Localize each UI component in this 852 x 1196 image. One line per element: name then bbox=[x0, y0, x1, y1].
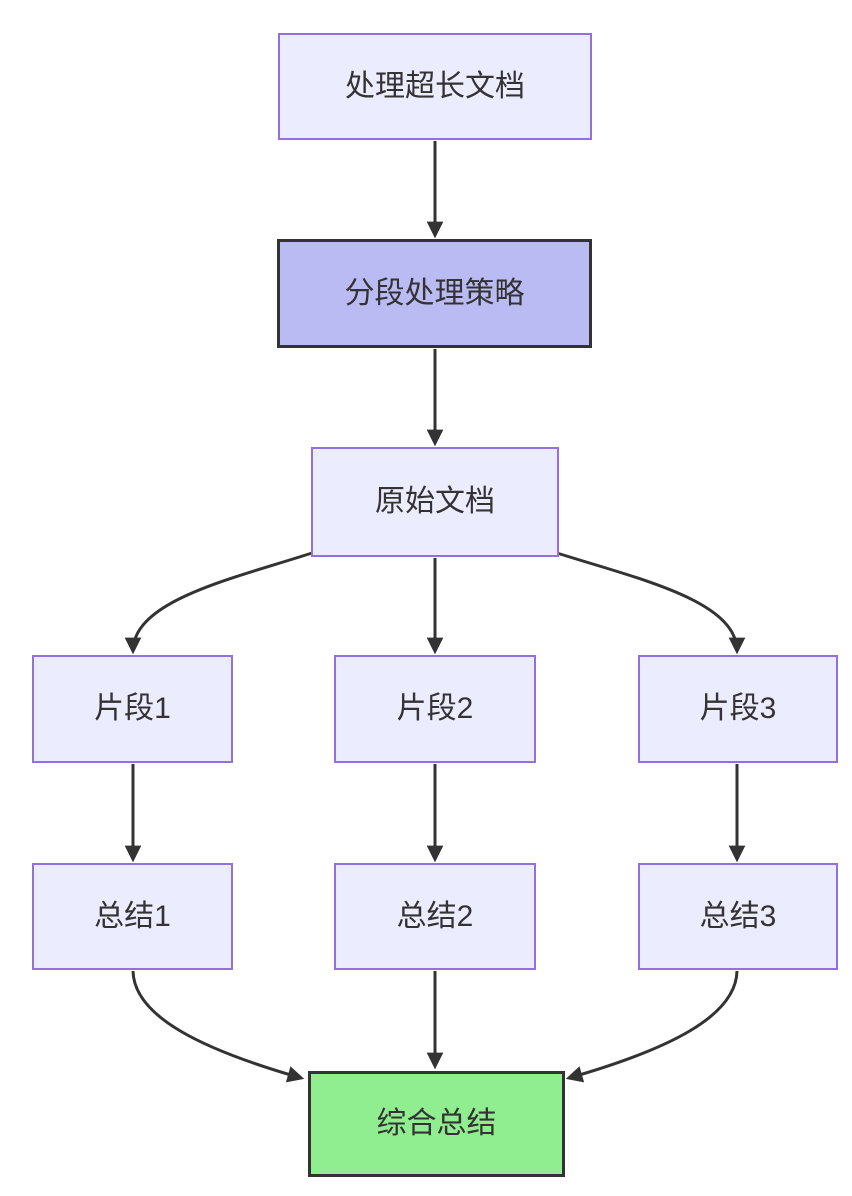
node-segmented-processing-strategy: 分段处理策略 bbox=[277, 239, 592, 348]
node-summary-3: 总结3 bbox=[638, 863, 838, 970]
node-label: 总结2 bbox=[396, 899, 474, 933]
node-label: 分段处理策略 bbox=[344, 276, 525, 310]
node-label: 片段2 bbox=[396, 692, 474, 725]
node-label: 综合总结 bbox=[376, 1107, 497, 1140]
edge-original-to-fragment3 bbox=[556, 551, 746, 655]
node-summary-2: 总结2 bbox=[334, 863, 536, 970]
node-original-document: 原始文档 bbox=[311, 447, 559, 557]
node-label: 片段3 bbox=[699, 692, 777, 725]
node-fragment-3: 片段3 bbox=[638, 655, 838, 763]
node-fragment-2: 片段2 bbox=[334, 655, 536, 763]
edge-original-to-fragment1 bbox=[124, 551, 313, 655]
edge-summary1-to-final bbox=[131, 970, 305, 1083]
node-summary-1: 总结1 bbox=[32, 863, 233, 970]
node-process-long-document: 处理超长文档 bbox=[278, 33, 592, 140]
node-label: 处理超长文档 bbox=[345, 69, 525, 103]
edge-summary3-to-final bbox=[565, 970, 739, 1083]
node-label: 原始文档 bbox=[375, 485, 495, 518]
node-fragment-1: 片段1 bbox=[32, 655, 233, 763]
node-label: 片段1 bbox=[94, 692, 171, 725]
node-combined-summary: 综合总结 bbox=[308, 1071, 565, 1177]
node-label: 总结1 bbox=[94, 899, 171, 933]
node-label: 总结3 bbox=[699, 899, 777, 933]
